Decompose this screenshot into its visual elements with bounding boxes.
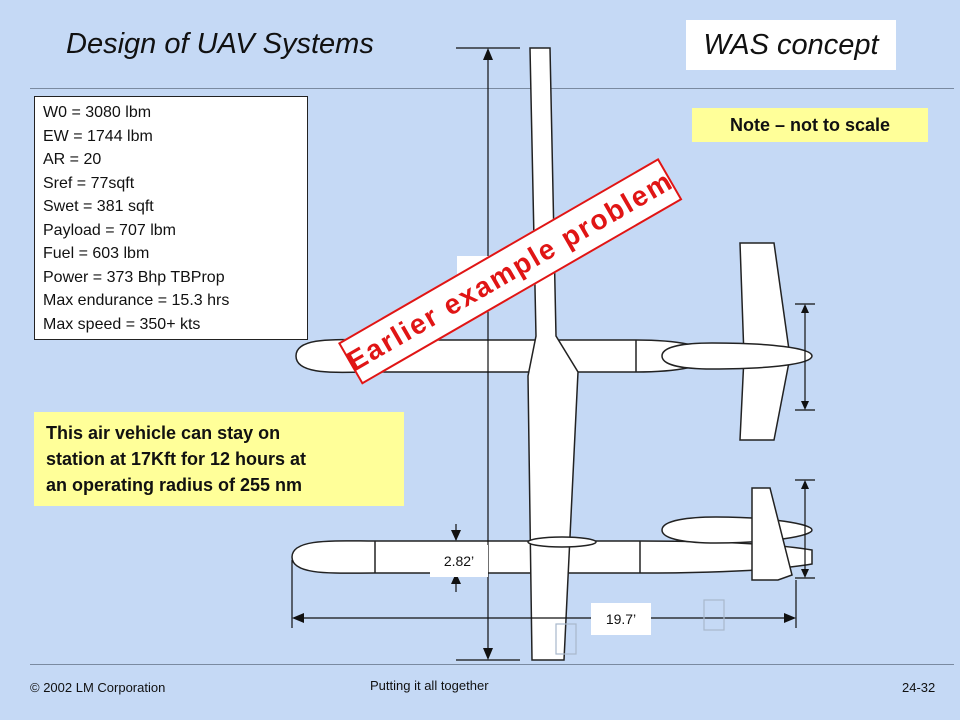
title-divider — [30, 88, 954, 89]
footer-divider — [30, 664, 954, 665]
lower-tail-pod — [661, 516, 813, 544]
callout-line-2: station at 17Kft for 12 hours at — [46, 449, 307, 469]
spec-ew: EW = 1744 lbm — [43, 127, 153, 145]
span-arrow-bottom — [483, 648, 493, 660]
lower-tail-arrow-bottom — [801, 569, 809, 578]
main-wing — [527, 47, 579, 661]
spec-endurance: Max endurance = 15.3 hrs — [43, 292, 230, 309]
length-arrow-right — [784, 613, 796, 623]
footer-copyright: © 2002 LM Corporation — [30, 680, 166, 695]
upper-tail-pod — [661, 342, 813, 370]
upper-horizontal-tail — [739, 242, 791, 441]
spec-power: Power = 373 Bhp TBProp — [43, 268, 225, 286]
length-arrow-left — [292, 613, 304, 623]
spec-fuel: Fuel = 603 lbm — [43, 245, 150, 262]
spec-payload: Payload = 707 lbm — [43, 221, 176, 239]
mission-callout: This air vehicle can stay on station at … — [34, 412, 404, 506]
concept-label: WAS concept — [686, 20, 896, 70]
specs-panel: W0 = 3080 lbm EW = 1744 lbm AR = 20 Sref… — [34, 96, 308, 340]
spec-w0: W0 = 3080 lbm — [43, 104, 152, 121]
page-number: 24-32 — [902, 680, 936, 695]
spec-sref: Sref = 77sqft — [43, 174, 135, 192]
span-arrow-top — [483, 48, 493, 60]
lower-vertical-tail — [751, 487, 793, 581]
spec-swet: Swet = 381 sqft — [43, 198, 154, 215]
fuselage-pod — [527, 536, 597, 548]
lower-tail-arrow-top — [801, 480, 809, 489]
placeholder-mark-2 — [555, 623, 577, 655]
slide-title: Design of UAV Systems — [66, 28, 374, 60]
callout-line-1: This air vehicle can stay on — [46, 423, 281, 443]
scale-note: Note – not to scale — [692, 108, 928, 142]
footer-section: Putting it all together — [370, 678, 489, 693]
placeholder-mark-1 — [703, 599, 725, 631]
upper-tail-arrow-top — [801, 304, 809, 313]
gap-arrow-bottom — [451, 573, 461, 584]
spec-ar: AR = 20 — [43, 151, 102, 168]
spec-max-speed: Max speed = 350+ kts — [43, 315, 201, 333]
callout-line-3: an operating radius of 255 nm — [46, 475, 303, 495]
length-label: 19.7’ — [591, 603, 651, 635]
gap-arrow-top — [451, 530, 461, 541]
upper-tail-arrow-bottom — [801, 401, 809, 410]
boom-spacing-label: 2.82’ — [430, 545, 488, 577]
